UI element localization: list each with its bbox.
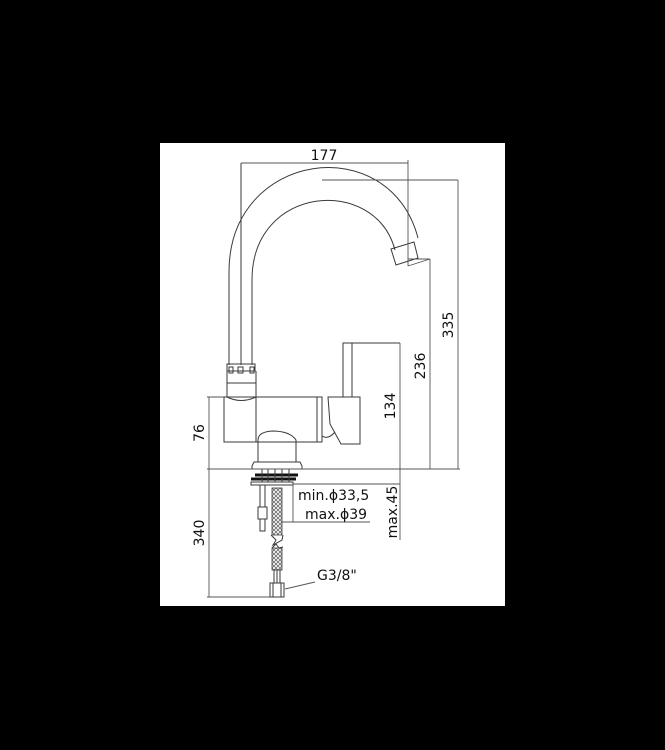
dim-hose-length: 340 (192, 520, 208, 547)
spout-aerator (390, 241, 419, 266)
mixer-body (223, 396, 323, 443)
dim-max-deck-thickness: max.45 (385, 486, 401, 539)
swivel-collar (226, 363, 256, 372)
dim-spout-reach: 177 (311, 148, 338, 164)
dimension-lines (207, 160, 460, 598)
dim-lever-height: 134 (383, 393, 399, 420)
dim-connection-thread: G3/8" (317, 568, 357, 584)
lever-handle (327, 396, 361, 445)
base-dome (257, 430, 297, 462)
braided-hose-upper (271, 487, 283, 536)
braided-hose-lower (271, 547, 283, 571)
mounting-plate (250, 481, 294, 486)
faucet (223, 163, 419, 598)
hose-break-mark (270, 534, 284, 547)
hose-nut (269, 582, 285, 598)
dim-max-hole-diameter: max.ϕ39 (305, 507, 367, 523)
dim-spout-outlet-height: 236 (413, 353, 429, 380)
dim-total-height: 335 (441, 312, 457, 339)
spout-outer (228, 167, 419, 365)
dim-body-height: 76 (192, 424, 208, 442)
dim-min-hole-diameter: min.ϕ33,5 (298, 488, 369, 504)
spout-inner (251, 199, 396, 365)
drawing-paper (160, 143, 505, 606)
